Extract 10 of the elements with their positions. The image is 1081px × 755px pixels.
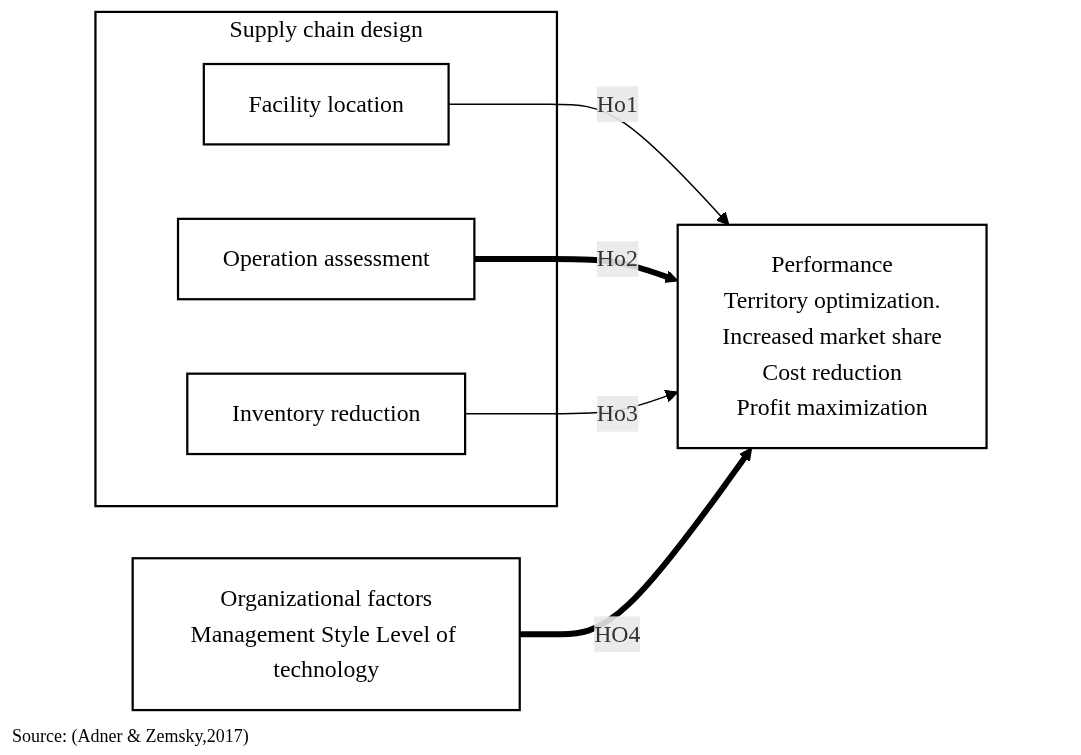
edge-label: Ho2	[596, 245, 638, 271]
node-box: Inventory reduction	[185, 372, 466, 456]
edge-label: Ho3	[596, 400, 638, 426]
node-box: Performance Territory optimization. Increased market share Cost reduction Profit maximization	[676, 223, 988, 450]
edge-label: HO4	[593, 620, 640, 647]
node-box: Organizational factors Management Style Level of technology	[131, 557, 521, 712]
edge-label: Ho1	[596, 90, 638, 117]
node-box: Facility location	[202, 62, 450, 146]
source-caption: Source: (Adner & Zemsky,2017)	[12, 726, 249, 747]
node-box: Operation assessment	[176, 217, 475, 301]
